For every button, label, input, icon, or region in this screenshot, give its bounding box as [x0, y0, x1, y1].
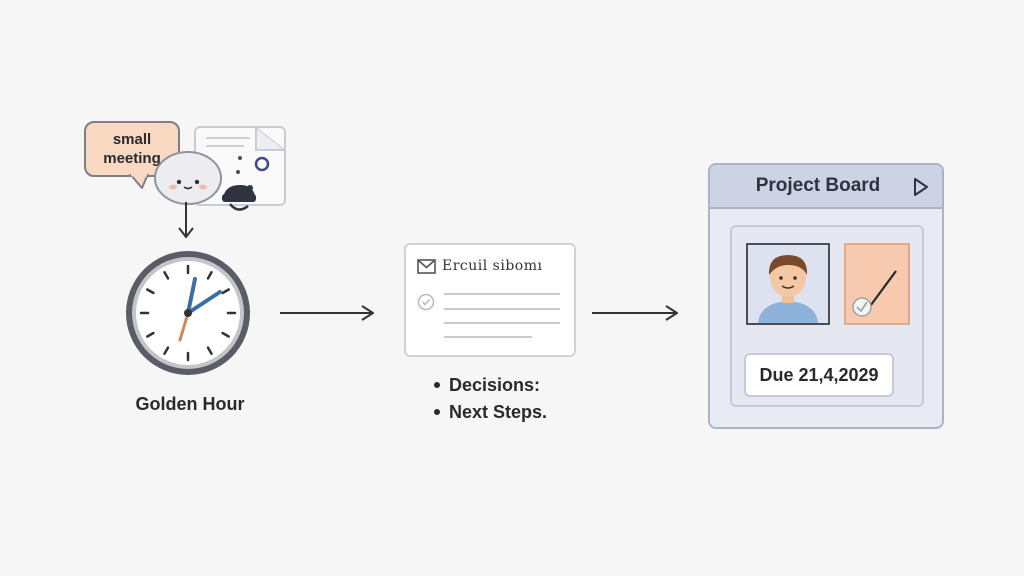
email-subject: Ercuil sibomı — [442, 258, 543, 274]
speech-bubble: small meeting — [84, 121, 180, 177]
email-line — [444, 322, 560, 324]
avatar-icon — [746, 243, 830, 325]
project-board: Project Board Due 21,4,2029 — [708, 163, 944, 429]
down-arrow — [178, 202, 194, 238]
email-line — [444, 308, 560, 310]
bubble-tail — [129, 174, 149, 189]
clock-label: Golden Hour — [135, 394, 245, 414]
blob-mascot-icon — [154, 151, 222, 205]
clip-icon — [222, 184, 256, 211]
clock-icon — [126, 251, 250, 375]
board-title: Project Board — [755, 175, 881, 196]
email-line — [444, 293, 560, 295]
flow-arrow-1 — [280, 305, 374, 321]
bubble-line-1: small — [112, 131, 152, 148]
envelope-icon — [417, 259, 436, 274]
check-circle-icon — [417, 293, 435, 311]
bullet-list: Decisions: Next Steps. — [434, 372, 547, 426]
due-date: Due 21,4,2029 — [744, 353, 894, 397]
board-header: Project Board — [710, 165, 942, 209]
play-icon[interactable] — [912, 177, 930, 197]
pen-check-icon — [844, 243, 910, 325]
bullet-item: Next Steps. — [434, 399, 547, 426]
email-line — [444, 336, 532, 338]
bubble-line-2: meeting — [103, 150, 161, 167]
flow-arrow-2 — [592, 305, 678, 321]
bullet-item: Decisions: — [434, 372, 547, 399]
